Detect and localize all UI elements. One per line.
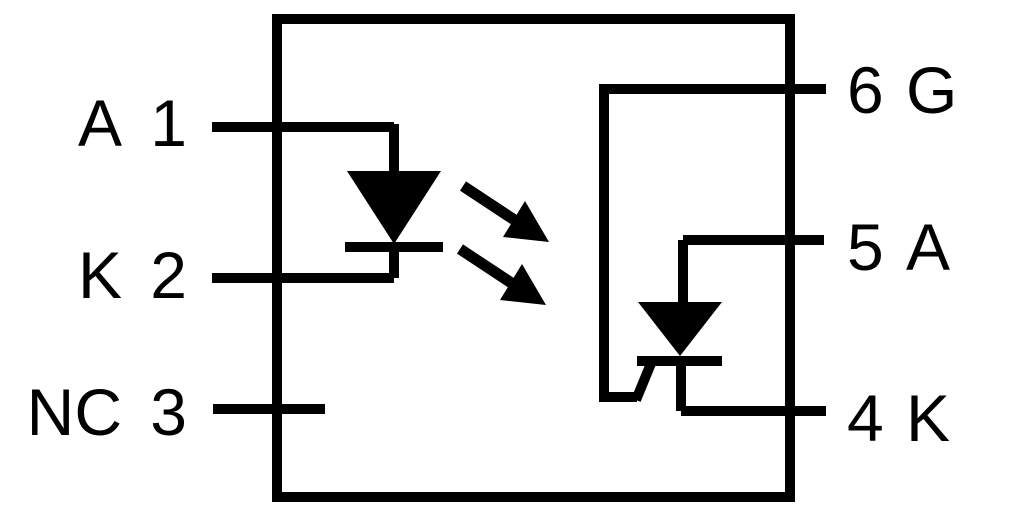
package-outline <box>272 14 795 502</box>
pin-6-number-label: 6 <box>847 53 884 127</box>
light-arrow-bottom-shaft <box>456 244 517 289</box>
left-pin-leads <box>212 122 399 414</box>
pin-2-number-label: 2 <box>150 238 187 312</box>
pin-2-signal-label: K <box>78 238 122 312</box>
light-arrow-top <box>459 181 549 242</box>
pin-4-number-label: 4 <box>847 381 884 455</box>
pin-1-signal-label: A <box>78 86 122 160</box>
right-pin-labels: 6 G 5 A 4 K <box>847 53 957 455</box>
pin-6-signal-label: G <box>906 53 957 127</box>
pin-1-number-label: 1 <box>150 86 187 160</box>
scr-triangle <box>638 302 722 356</box>
gate-diagonal <box>631 359 657 402</box>
led-triangle <box>347 171 441 244</box>
light-arrow-bottom-head <box>500 264 546 305</box>
pin-5-signal-label: A <box>906 210 950 284</box>
led-diode-icon <box>345 171 443 252</box>
pin-5-number-label: 5 <box>847 210 884 284</box>
light-arrow-top-shaft <box>459 181 520 226</box>
pin-3-signal-label: NC <box>27 375 122 449</box>
left-pin-labels: A 1 K 2 NC 3 <box>27 86 187 449</box>
pin-3-number-label: 3 <box>150 375 187 449</box>
right-pin-leads <box>599 84 826 416</box>
light-arrow-bottom <box>456 244 546 305</box>
light-emission-arrows-icon <box>456 181 549 305</box>
scr-thyristor-icon <box>637 302 722 366</box>
pin-4-signal-label: K <box>906 381 950 455</box>
light-arrow-top-head <box>503 201 549 242</box>
